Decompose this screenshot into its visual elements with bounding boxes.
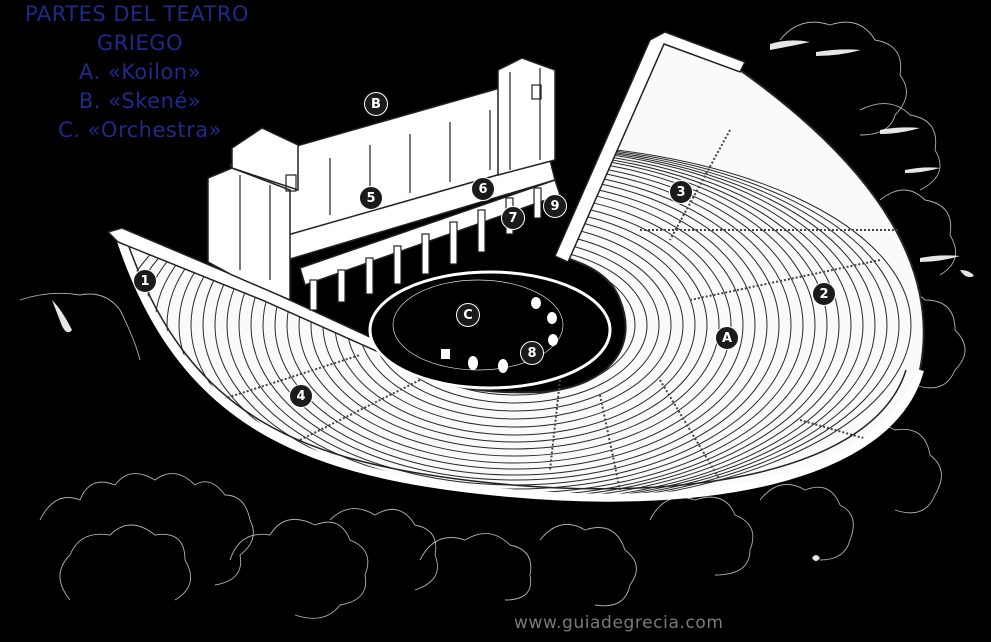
watermark: www.guiadegrecia.com xyxy=(514,613,724,633)
title-line-1: PARTES DEL TEATRO xyxy=(25,2,249,26)
legend-item-orchestra: C. «Orchestra» xyxy=(58,118,222,142)
marker-9: 9 xyxy=(543,194,567,218)
marker-7: 7 xyxy=(501,206,525,230)
marker-A-koilon: A xyxy=(715,326,739,350)
marker-2: 2 xyxy=(812,282,836,306)
marker-B-skene: B xyxy=(364,92,388,116)
marker-3: 3 xyxy=(669,180,693,204)
marker-5: 5 xyxy=(359,186,383,210)
orchestra-pit xyxy=(368,270,612,390)
marker-4: 4 xyxy=(289,384,313,408)
legend-item-skene: B. «Skené» xyxy=(78,89,202,113)
marker-C-orchestra: C xyxy=(456,303,480,327)
legend-item-koilon: A. «Koilon» xyxy=(79,60,201,84)
trees-decoration xyxy=(19,21,966,619)
right-retaining-wall xyxy=(554,31,747,264)
marker-8: 8 xyxy=(520,341,544,365)
title-line-2: GRIEGO xyxy=(96,31,184,55)
marker-6: 6 xyxy=(471,177,495,201)
marker-1: 1 xyxy=(133,269,157,293)
diagram-title-legend: PARTES DEL TEATRO GRIEGO A. «Koilon» B. … xyxy=(0,0,280,145)
